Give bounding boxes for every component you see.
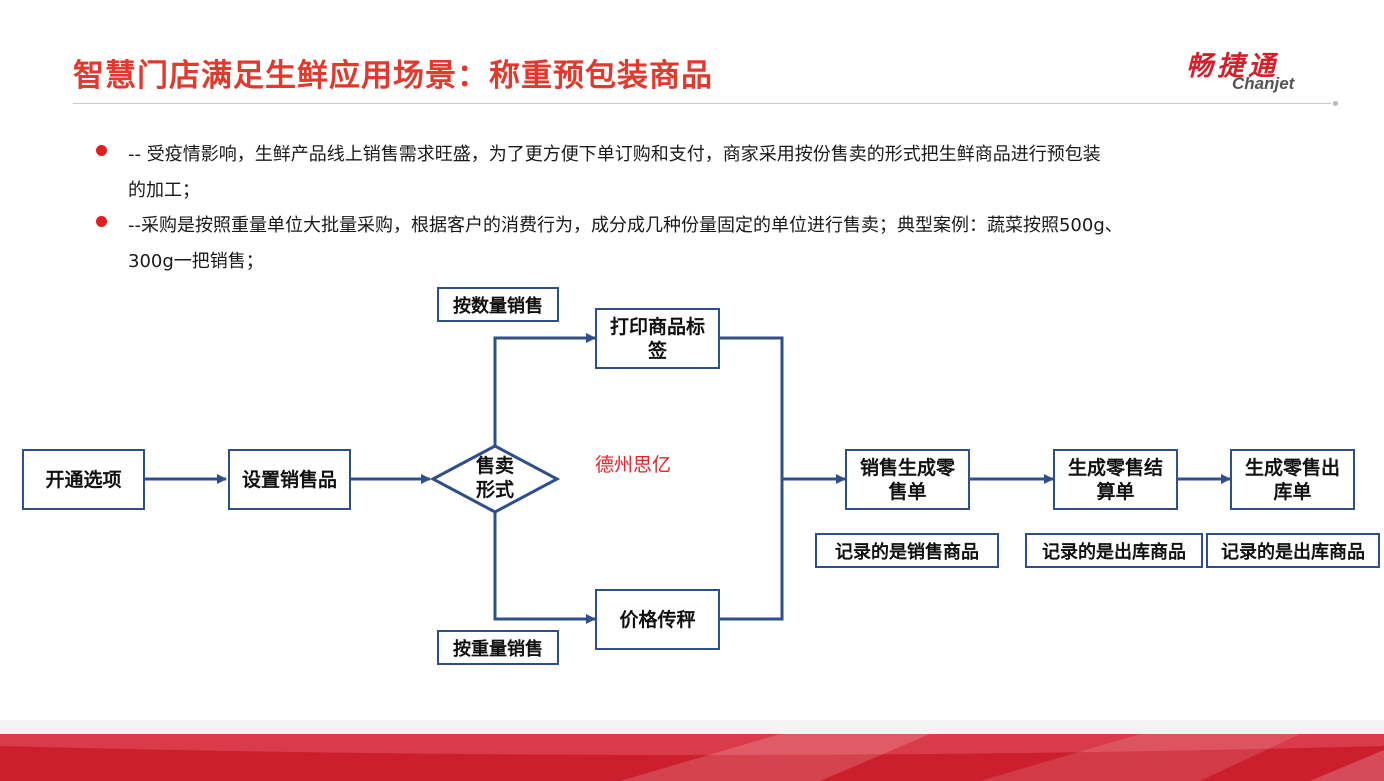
by-weight-text: 按重量销售	[453, 638, 543, 660]
outbound-box: 生成零售出 库单	[1230, 449, 1355, 510]
watermark-text: 德州思亿	[595, 454, 672, 476]
open-option-box: 开通选项	[22, 449, 145, 510]
arrow-decision-to-print-label	[493, 333, 596, 446]
sale-form-line-2: 形式	[475, 479, 514, 501]
by-quantity-label: 按数量销售	[437, 287, 559, 322]
settlement-note-text: 记录的是出库商品	[1042, 541, 1186, 563]
outbound-note-text: 记录的是出库商品	[1221, 541, 1365, 563]
print-label-line-2: 签	[647, 339, 667, 362]
connector-print-label-merge	[720, 336, 784, 621]
bullet-dot-2	[96, 216, 107, 227]
settlement-line-2: 算单	[1096, 480, 1135, 503]
chanjet-logo-english: Chanjet	[1232, 74, 1295, 93]
open-option-label: 开通选项	[45, 468, 122, 491]
sale-form-line-1: 售卖	[475, 455, 514, 477]
retail-order-line-1: 销售生成零	[859, 456, 955, 479]
page-title: 智慧门店满足生鲜应用场景：称重预包装商品	[73, 58, 713, 94]
retail-order-box: 销售生成零 售单	[845, 449, 970, 510]
bullet-dot-1	[96, 145, 107, 156]
by-quantity-text: 按数量销售	[453, 295, 543, 317]
print-label-line-1: 打印商品标	[609, 315, 705, 338]
sale-form-decision-diamond	[429, 444, 561, 514]
set-sales-item-label: 设置销售品	[241, 468, 337, 491]
settlement-line-1: 生成零售结	[1067, 456, 1163, 479]
print-label-box: 打印商品标 签	[595, 308, 720, 369]
bullet-1-line-1: -- 受疫情影响，生鲜产品线上销售需求旺盛，为了更方便下单订购和支付，商家采用按…	[128, 144, 1101, 165]
by-weight-label: 按重量销售	[437, 630, 559, 665]
set-sales-item-box: 设置销售品	[228, 449, 351, 510]
sale-form-decision-label: 售卖 形式	[465, 454, 525, 502]
bullet-2-line-2: 300g一把销售；	[128, 251, 264, 272]
retail-order-line-2: 售单	[888, 480, 927, 503]
price-scale-label: 价格传秤	[619, 608, 696, 631]
chanjet-logo-chinese: 畅捷通	[1186, 51, 1279, 82]
bullet-1-line-2: 的加工；	[128, 180, 200, 201]
title-divider	[73, 103, 1331, 104]
settlement-note: 记录的是出库商品	[1025, 533, 1203, 568]
price-scale-box: 价格传秤	[595, 589, 720, 650]
bullet-2-line-1: --采购是按照重量单位大批量采购，根据客户的消费行为，成分成几种份量固定的单位进…	[128, 215, 1123, 236]
settlement-box: 生成零售结 算单	[1053, 449, 1178, 510]
retail-order-note: 记录的是销售商品	[815, 533, 999, 568]
outbound-note: 记录的是出库商品	[1206, 533, 1380, 568]
arrow-decision-to-price-scale	[493, 512, 596, 624]
footer-band	[0, 720, 1384, 781]
outbound-line-1: 生成零售出	[1244, 456, 1340, 479]
title-divider-dot	[1333, 101, 1338, 106]
outbound-line-2: 库单	[1273, 480, 1312, 503]
retail-order-note-text: 记录的是销售商品	[835, 541, 979, 563]
